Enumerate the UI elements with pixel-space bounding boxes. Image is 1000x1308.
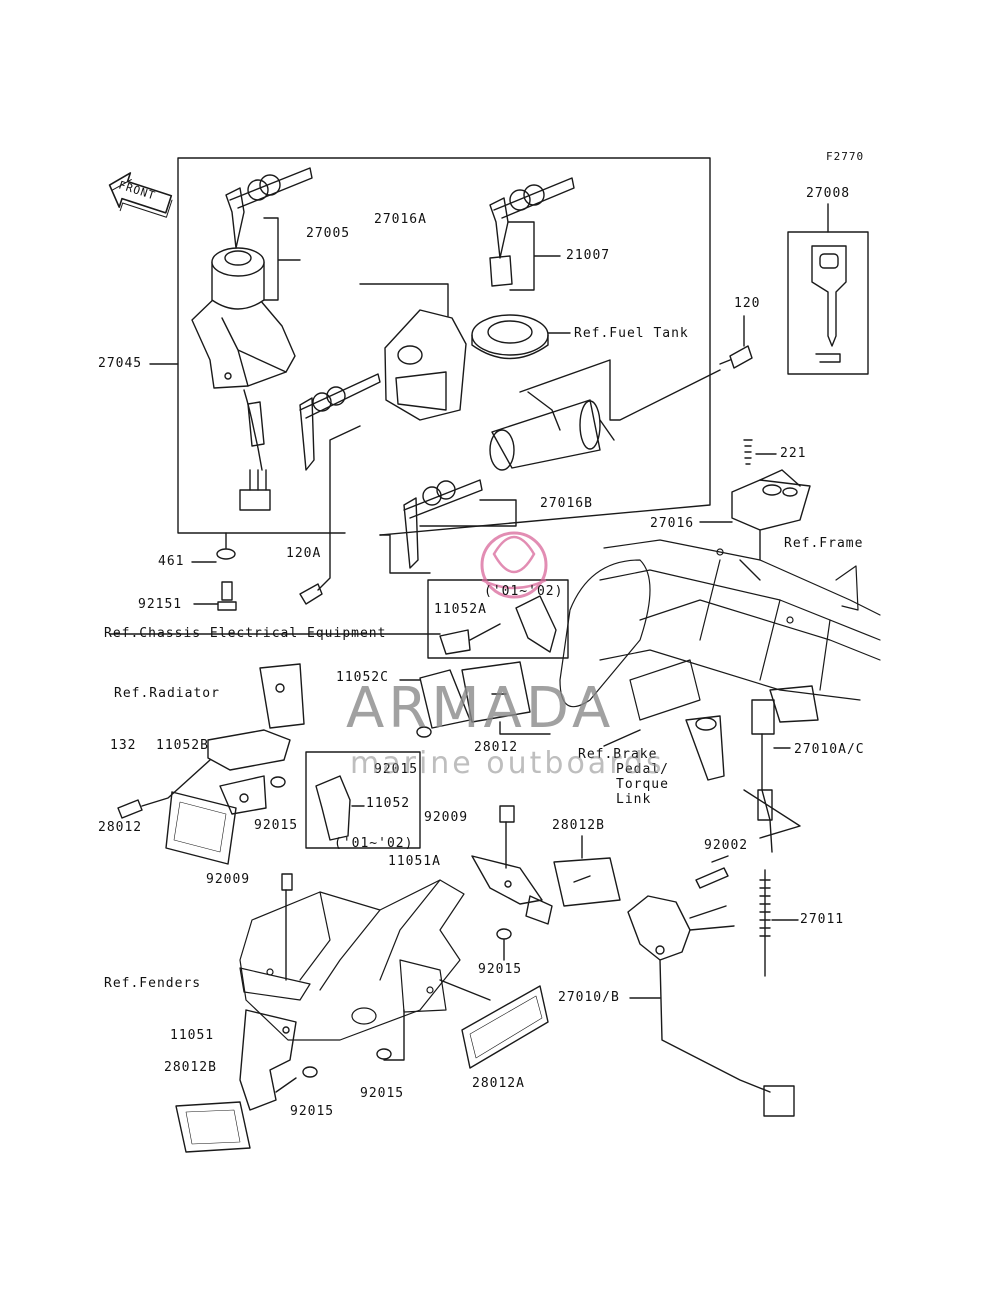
part-label-28012-left[interactable]: 28012 (98, 820, 143, 835)
lock-bracket-27016 (731, 479, 811, 531)
helmet-lock (403, 391, 615, 569)
part-label-11051A[interactable]: 11051A (388, 854, 441, 869)
part-label-28012B-a[interactable]: 28012B (552, 818, 605, 833)
ref-chassis-electrical[interactable]: Ref.Chassis Electrical Equipment (104, 626, 387, 641)
part-label-120[interactable]: 120 (734, 296, 761, 311)
part-label-27010AC[interactable]: 27010A/C (794, 742, 865, 757)
part-label-11052[interactable]: 11052 (366, 796, 411, 811)
part-label-28012B-b[interactable]: 28012B (164, 1060, 217, 1075)
part-label-92002[interactable]: 92002 (704, 838, 749, 853)
main-assembly-bracket (177, 157, 711, 536)
part-label-27016B[interactable]: 27016B (540, 496, 593, 511)
reflector-28012B (175, 1101, 251, 1153)
part-label-27011[interactable]: 27011 (800, 912, 845, 927)
part-label-27016[interactable]: 27016 (650, 516, 695, 531)
part-label-21007[interactable]: 21007 (566, 248, 611, 263)
part-label-27010B[interactable]: 27010/B (558, 990, 620, 1005)
part-label-92015-a[interactable]: 92015 (374, 762, 419, 777)
key-27005-icon (225, 167, 313, 249)
armada-watermark (480, 531, 548, 599)
part-label-132[interactable]: 132 (110, 738, 137, 753)
part-label-92015-d[interactable]: 92015 (290, 1104, 335, 1119)
ref-frame[interactable]: Ref.Frame (784, 536, 864, 551)
part-label-27005[interactable]: 27005 (306, 226, 351, 241)
bolt-120 (719, 345, 753, 369)
key-21007-icon (489, 177, 575, 259)
part-label-92151[interactable]: 92151 (138, 597, 183, 612)
part-label-11052A[interactable]: 11052A (434, 602, 487, 617)
ref-radiator[interactable]: Ref.Radiator (114, 686, 220, 701)
brake-switch (627, 895, 795, 1117)
front-arrow-icon (108, 172, 173, 218)
figure-code: F2770 (826, 150, 865, 163)
part-label-92015-c[interactable]: 92015 (478, 962, 523, 977)
watermark-brand: ARMADA (346, 676, 615, 741)
connector-27010AC (751, 685, 819, 853)
ref-brake-line2[interactable]: Pedal/ (616, 762, 669, 777)
part-label-92009-b[interactable]: 92009 (206, 872, 251, 887)
reflector-28012A (461, 985, 549, 1069)
part-label-92015-b[interactable]: 92015 (254, 818, 299, 833)
seat-lock (299, 309, 467, 471)
part-label-11052B[interactable]: 11052B (156, 738, 209, 753)
part-label-27045[interactable]: 27045 (98, 356, 143, 371)
part-label-92009-a[interactable]: 92009 (424, 810, 469, 825)
ref-brake-line3[interactable]: Torque (616, 777, 669, 792)
part-label-27008[interactable]: 27008 (806, 186, 851, 201)
part-label-221[interactable]: 221 (780, 446, 807, 461)
washer-461 (216, 548, 236, 560)
ignition-switch (191, 247, 296, 511)
part-label-28012A[interactable]: 28012A (472, 1076, 525, 1091)
years-label-mid: ('01~'02) (334, 836, 414, 851)
part-label-27016A[interactable]: 27016A (374, 212, 427, 227)
part-label-461[interactable]: 461 (158, 554, 185, 569)
part-label-92015-e[interactable]: 92015 (360, 1086, 405, 1101)
part-label-28012-top[interactable]: 28012 (474, 740, 519, 755)
part-label-120A[interactable]: 120A (286, 546, 322, 561)
ref-brake-line4[interactable]: Link (616, 792, 652, 807)
part-label-11051[interactable]: 11051 (170, 1028, 215, 1043)
years-label-top: ('01~'02) (484, 584, 564, 599)
frame-structure (559, 539, 881, 721)
fuel-cap (471, 255, 549, 360)
ref-brake-line1[interactable]: Ref.Brake (578, 747, 658, 762)
watermark-tagline: marine outboards (350, 746, 665, 781)
ref-fuel-tank[interactable]: Ref.Fuel Tank (574, 326, 689, 341)
reflector-28012 (165, 791, 237, 865)
key-27008-icon (811, 245, 847, 363)
ref-fenders[interactable]: Ref.Fenders (104, 976, 202, 991)
part-label-11052C[interactable]: 11052C (336, 670, 389, 685)
